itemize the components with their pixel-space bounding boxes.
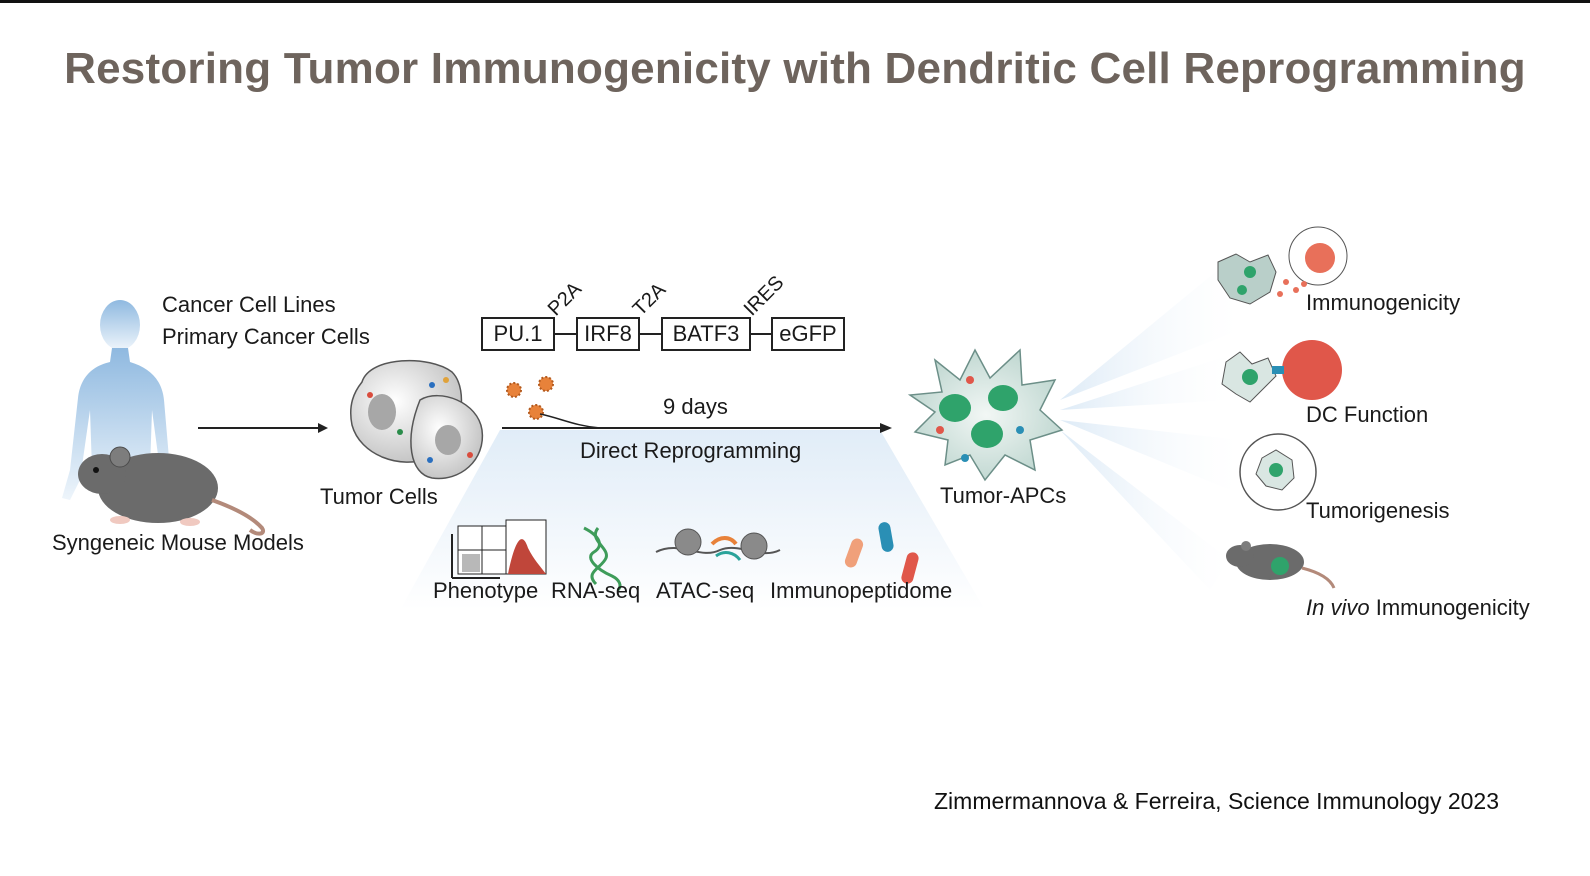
rna-strands-icon	[583, 526, 622, 592]
tumorigenesis-icon	[1239, 433, 1317, 511]
chromatin-icon	[655, 528, 781, 561]
page-title: Restoring Tumor Immunogenicity with Dend…	[64, 44, 1526, 93]
mhc-molecules-icon	[844, 522, 919, 584]
assay-label-phenotype: Phenotype	[433, 578, 539, 603]
dc-function-icon	[1221, 340, 1342, 403]
source-label-cell-lines: Cancer Cell Lines	[162, 292, 336, 317]
flow-cytometry-icon	[451, 519, 547, 579]
construct-link-1	[553, 333, 576, 335]
tumor-cells-icon	[350, 359, 484, 480]
outcome-rays	[1060, 260, 1240, 590]
tumor-apc-cells-icon	[907, 348, 1064, 482]
in-vivo-suffix: Immunogenicity	[1369, 595, 1530, 620]
in-vivo-prefix: In vivo	[1306, 595, 1370, 620]
construct-link-2	[638, 333, 661, 335]
assay-label-immunopeptidome: Immunopeptidome	[770, 578, 953, 603]
duration-label: 9 days	[663, 394, 728, 419]
outcome-label-immunogenicity: Immunogenicity	[1306, 290, 1461, 315]
construct-link-3	[749, 333, 771, 335]
outcome-label-dc-function: DC Function	[1306, 402, 1429, 427]
process-label: Direct Reprogramming	[580, 438, 802, 463]
reprogramming-arrow	[502, 423, 892, 433]
mouse-icon	[78, 446, 265, 536]
immunogenicity-icon	[1217, 226, 1348, 305]
top-border	[0, 0, 1590, 3]
outcome-label-tumorigenesis: Tumorigenesis	[1306, 498, 1450, 523]
construct-gene-batf3: BATF3	[661, 317, 751, 351]
assay-label-atac-seq: ATAC-seq	[656, 578, 755, 603]
assay-label-rna-seq: RNA-seq	[551, 578, 641, 603]
tumor-cells-label: Tumor Cells	[320, 484, 438, 509]
virus-particles-icon	[506, 376, 601, 429]
tumor-apcs-label: Tumor-APCs	[940, 483, 1067, 508]
construct-gene-irf8: IRF8	[576, 317, 640, 351]
arrow-to-tumor-cells	[198, 423, 328, 433]
construct-gene-pu1: PU.1	[481, 317, 555, 351]
source-label-primary-cells: Primary Cancer Cells	[162, 324, 370, 349]
construct-gene-egfp: eGFP	[771, 317, 845, 351]
outcome-label-in-vivo: In vivo Immunogenicity	[1306, 595, 1530, 621]
citation: Zimmermannova & Ferreira, Science Immuno…	[934, 788, 1500, 814]
source-label-mouse-models: Syngeneic Mouse Models	[52, 530, 304, 555]
in-vivo-mouse-icon	[1226, 541, 1336, 589]
